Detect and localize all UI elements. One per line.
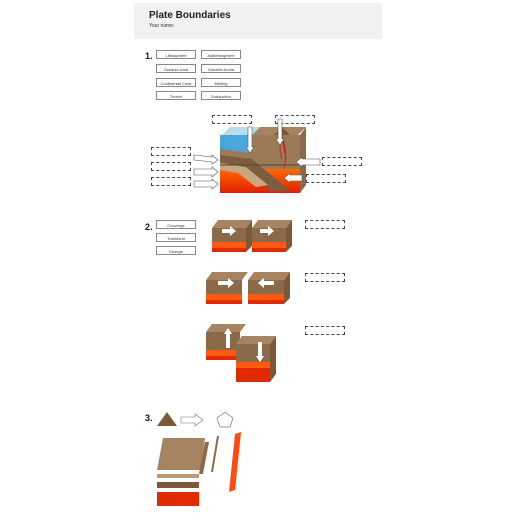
plate-blocks-diverging <box>212 220 292 252</box>
subduction-diagram <box>193 118 321 193</box>
question-2-number: 2. <box>145 222 153 232</box>
name-field-label: Your name: <box>149 23 175 29</box>
drop-zone-7[interactable] <box>306 174 346 183</box>
tag-subduction[interactable]: Subduction <box>201 91 241 100</box>
plate-top-piece <box>157 438 205 470</box>
question-1-number: 1. <box>145 51 153 61</box>
page-title: Plate Boundaries <box>149 10 231 21</box>
plate-blocks-converging <box>206 272 290 304</box>
question-3-number: 3. <box>145 413 153 423</box>
tag-oceanic-crust[interactable]: Oceanic crust <box>156 64 196 73</box>
tag-trench[interactable]: Trench <box>156 91 196 100</box>
pentagon-piece <box>216 411 234 428</box>
tag-converge[interactable]: Converge <box>156 220 196 229</box>
drop-zone-4[interactable] <box>151 162 191 171</box>
tag-asthenosphere[interactable]: Asthenosphere <box>201 50 241 59</box>
tag-melting[interactable]: Melting <box>201 78 241 87</box>
drop-zone-1[interactable] <box>212 115 252 124</box>
triangle-piece <box>157 412 177 426</box>
drop-zone-3[interactable] <box>151 147 191 156</box>
transform-arrow-icon <box>180 413 204 427</box>
drop-zone-6[interactable] <box>322 157 362 166</box>
drop-zone-boundary-1[interactable] <box>305 220 345 229</box>
tag-transform[interactable]: Transform <box>156 233 196 242</box>
plate-blocks-transform <box>206 324 276 382</box>
drop-zone-boundary-2[interactable] <box>305 273 345 282</box>
tag-diverge[interactable]: Diverge <box>156 246 196 255</box>
tag-volcanic-arc[interactable]: Volcanic Arche <box>201 64 241 73</box>
tag-continental-crust[interactable]: Continental Crust <box>156 78 196 87</box>
worksheet-header <box>134 3 382 39</box>
plate-model-pieces <box>157 411 241 506</box>
drop-zone-2[interactable] <box>275 115 315 124</box>
mantle-side-piece <box>229 432 241 492</box>
drop-zone-boundary-3[interactable] <box>305 326 345 335</box>
tag-lithosphere[interactable]: Lithosphere <box>156 50 196 59</box>
drop-zone-5[interactable] <box>151 177 191 186</box>
